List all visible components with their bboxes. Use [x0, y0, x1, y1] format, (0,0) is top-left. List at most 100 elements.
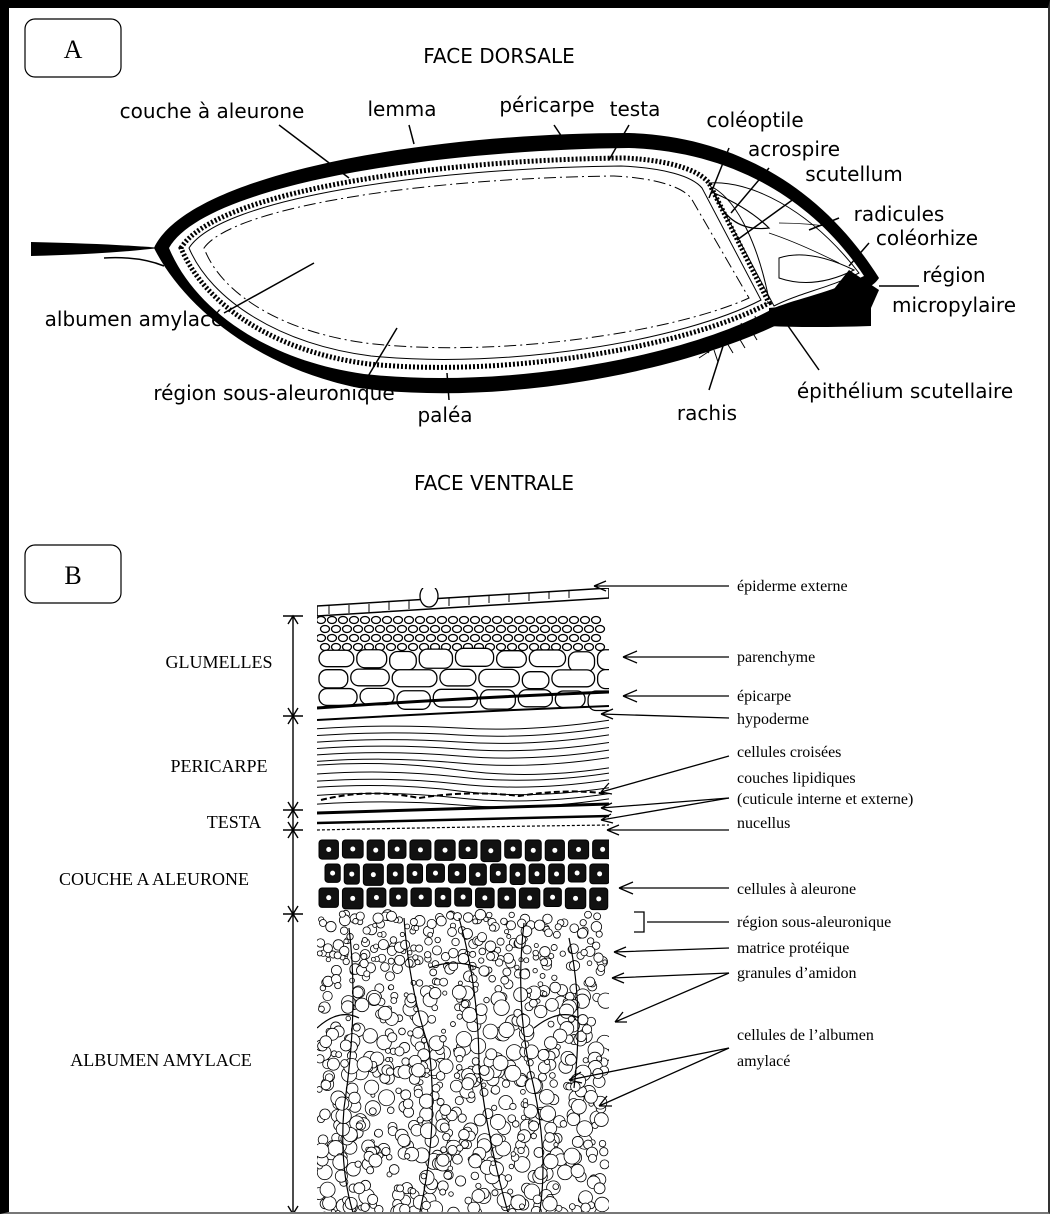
starch-granule — [400, 1204, 410, 1214]
parenchyma-small-cell — [482, 617, 491, 624]
parenchyma-small-cell — [493, 635, 502, 642]
aleurone-cell-nucleus — [527, 896, 532, 901]
starch-granule — [437, 1098, 444, 1105]
aleurone-cell-nucleus — [373, 848, 378, 853]
parenchyma-large-cell — [390, 652, 417, 670]
starch-granule — [510, 1103, 516, 1109]
starch-granule — [382, 1147, 390, 1155]
starch-granule — [479, 948, 486, 955]
starch-granule — [463, 913, 473, 923]
label-albumen-amylace-b: ALBUMEN AMYLACE — [70, 1050, 252, 1070]
starch-granule — [378, 1006, 392, 1020]
label-testa: testa — [610, 97, 661, 121]
label-epithelium-scutellaire: épithélium scutellaire — [797, 379, 1013, 403]
starch-granule — [450, 1080, 462, 1092]
aleurone-cell-nucleus — [575, 871, 580, 876]
starch-granule — [540, 947, 550, 957]
leader-epiderme — [594, 581, 729, 591]
parenchyma-small-cell — [515, 617, 524, 624]
parenchyma-large-cell — [529, 650, 565, 667]
parenchyma-small-cell — [449, 635, 458, 642]
starch-granule — [323, 944, 332, 953]
aleurone-cell-nucleus — [573, 896, 578, 901]
parenchyma-small-cell — [376, 626, 385, 633]
starch-granule — [495, 959, 502, 966]
starch-granule — [354, 1183, 365, 1194]
starch-granule — [506, 945, 512, 951]
parenchyma-large-cell — [479, 669, 519, 686]
starch-granule — [353, 918, 358, 923]
starch-granule — [493, 1056, 508, 1071]
parenchyma-small-cell — [420, 626, 429, 633]
starch-granule — [402, 1058, 410, 1066]
starch-granule — [585, 977, 594, 986]
starch-granule — [430, 987, 441, 998]
starch-granule — [341, 1060, 349, 1068]
starch-granule — [373, 913, 383, 923]
parenchyma-small-cell — [475, 626, 484, 633]
starch-granule — [489, 975, 496, 982]
aleurone-cell-nucleus — [475, 872, 480, 877]
parenchyma-small-cell — [317, 635, 326, 642]
starch-granule — [515, 965, 519, 969]
starch-granule — [323, 1196, 337, 1210]
epidermis-band — [317, 588, 609, 616]
label-palea: paléa — [417, 403, 472, 427]
label-region-sous-aleuronique: région sous-aleuronique — [153, 381, 394, 405]
starch-granule — [397, 1185, 404, 1192]
starch-granule — [571, 1164, 584, 1177]
starch-granule — [477, 933, 486, 942]
starch-granule — [440, 978, 448, 986]
starch-granule — [474, 1114, 486, 1126]
aleurone-cell-nucleus — [326, 895, 331, 900]
awn-left — [31, 242, 159, 256]
starch-granule — [443, 1133, 450, 1140]
parenchyma-small-cell — [515, 635, 524, 642]
aleurone-cell-nucleus — [515, 872, 520, 877]
parenchyma-small-cell — [394, 617, 403, 624]
starch-granule — [458, 1114, 466, 1122]
parenchyma-small-cell — [416, 635, 425, 642]
label-testa-b: TESTA — [207, 812, 262, 832]
panel-a: A FACE DORSALE FACE VENTRALE — [25, 19, 1016, 495]
starch-granule — [516, 935, 525, 944]
pericarp-fibre — [317, 763, 609, 774]
starch-granule — [489, 925, 495, 931]
parenchyma-small-cell — [519, 644, 528, 651]
aleurone-cell-nucleus — [597, 871, 602, 876]
starch-granule — [517, 1134, 524, 1141]
starch-granule — [353, 944, 358, 949]
label-couche-aleurone: couche à aleurone — [120, 99, 305, 123]
starch-granule — [440, 1189, 446, 1195]
parenchyma-small-cell — [504, 635, 513, 642]
label-micropylaire: micropylaire — [892, 293, 1016, 317]
starch-granule — [343, 958, 349, 964]
parenchyma-small-cell — [409, 644, 418, 651]
aleurone-cell-nucleus — [349, 872, 354, 877]
starch-granule — [487, 952, 495, 960]
parenchyma-large-cell — [480, 690, 515, 709]
starch-granule — [569, 1204, 575, 1210]
parenchyma-small-cell — [563, 626, 572, 633]
aleurone-cell-nucleus — [554, 871, 559, 876]
starch-granule — [455, 1097, 463, 1105]
parenchyma-small-cell — [339, 635, 348, 642]
starch-granule — [448, 1166, 453, 1171]
label-albumen-amylace: albumen amylacé — [45, 307, 224, 331]
parenchyma-small-cell — [464, 626, 473, 633]
starch-granule — [594, 913, 601, 920]
starch-granule — [432, 1084, 440, 1092]
parenchyma-large-cell — [351, 669, 389, 686]
starch-granule — [597, 1056, 602, 1061]
starch-granule — [340, 927, 348, 935]
starch-granule — [416, 945, 423, 952]
parenchyma-small-cell — [405, 635, 414, 642]
starch-granule — [326, 921, 336, 931]
parenchyma-small-cell — [508, 626, 517, 633]
parenchyma-large-cell — [455, 648, 493, 666]
starch-granule — [412, 1064, 425, 1077]
starch-granule — [389, 1165, 399, 1175]
starch-granule — [355, 998, 369, 1012]
starch-granule — [447, 912, 455, 920]
